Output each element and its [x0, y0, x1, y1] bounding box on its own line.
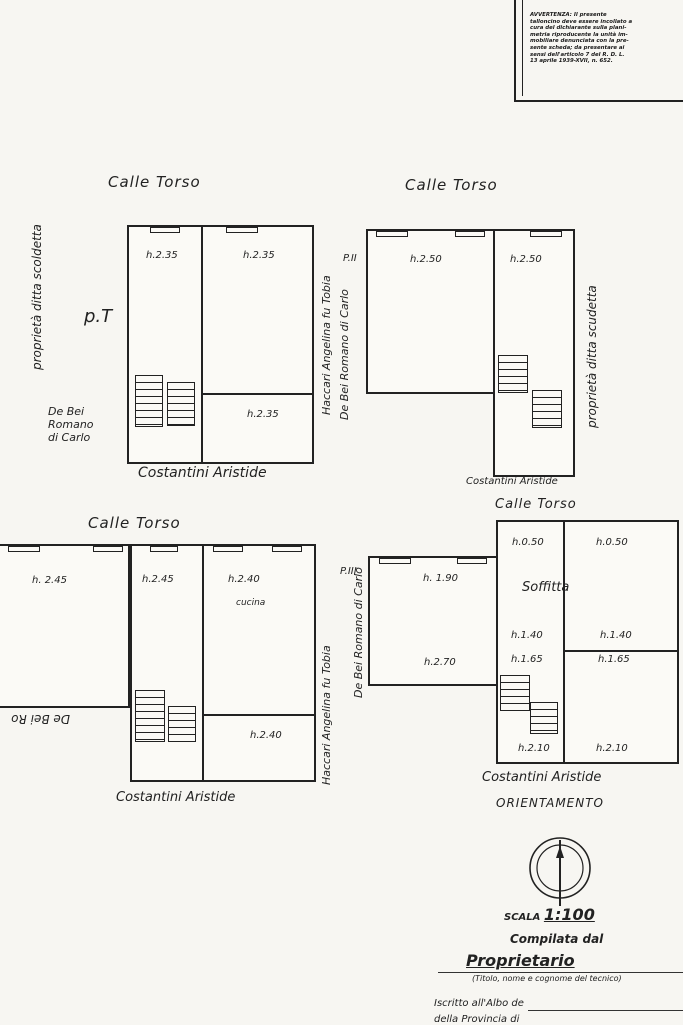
window: [93, 546, 123, 552]
stairs: [167, 382, 195, 426]
registration-province: della Provincia di: [434, 1014, 520, 1025]
stairs: [168, 706, 196, 742]
notice-text: AVVERTENZA: Il presente talloncino deve …: [530, 12, 680, 65]
room-1-bottom-left: [0, 544, 130, 708]
street-label-bottom-left: Calle Torso: [88, 514, 181, 532]
window: [150, 546, 178, 552]
height-label: h.2.10: [518, 743, 550, 754]
floor-label-top-right: P.II: [343, 253, 357, 264]
stairs: [500, 675, 530, 711]
notice-title: AVVERTENZA:: [530, 12, 572, 18]
scale-value: 1:100: [543, 905, 595, 924]
window: [455, 231, 485, 237]
bottom-neighbor-bottom-left: Costantini Aristide: [116, 790, 236, 805]
right-neighbor-bottom-left: Haccari Angelina fu Tobia: [320, 645, 333, 785]
window: [8, 546, 40, 552]
room-note-kitchen: cucina: [236, 598, 266, 608]
room-2-top-right: [493, 229, 575, 477]
notice-line-2: cura del dichiarante sulla plani-: [530, 25, 627, 32]
street-label-top-right: Calle Torso: [405, 176, 498, 194]
height-label: h.1.40: [600, 630, 632, 641]
window: [457, 558, 487, 564]
height-label: h.2.40: [250, 730, 282, 741]
orientation-label: ORIENTAMENTO: [496, 796, 605, 810]
bottom-neighbor-top-left: Costantini Aristide: [138, 465, 267, 481]
bottom-left-neighbor-top-left: De Bei Romano di Carlo: [48, 405, 94, 444]
height-label: h. 1.90: [423, 573, 458, 584]
stairs: [530, 702, 558, 734]
height-label: h.2.50: [410, 254, 442, 265]
compiled-hint: (Titolo, nome e cognome del tecnico): [472, 974, 622, 983]
height-label: h.1.65: [511, 654, 543, 665]
height-label: h.0.50: [596, 537, 628, 548]
notice-line-0: Il presente: [573, 12, 607, 18]
notice-line-7: 13 aprile 1939-XVII, n. 652.: [530, 58, 613, 65]
window: [530, 231, 562, 237]
height-label: h.0.50: [512, 537, 544, 548]
left-neighbor-bottom-left: De Bei Ro: [11, 712, 70, 726]
registration-albo: Iscritto all'Albo de: [434, 998, 524, 1009]
room-2-bottom-right: [563, 650, 679, 764]
room-back-bottom-left: [202, 714, 316, 782]
left-neighbor-top-right: De Bei Romano di Carlo: [338, 289, 351, 420]
left-neighbor-bottom-right: De Bei Romano di Carlo: [352, 567, 365, 698]
height-label: h.2.35: [247, 409, 279, 420]
room-main-top-left: [201, 225, 314, 397]
compiled-by: Proprietario: [466, 951, 575, 970]
window: [379, 558, 411, 564]
street-label-bottom-right: Calle Torso: [495, 497, 577, 512]
stairs: [498, 355, 528, 393]
notice-line-3: metria riproducente la unità im-: [530, 31, 628, 38]
attic-label: Soffitta: [522, 580, 570, 595]
height-label: h.2.45: [142, 574, 174, 585]
height-label: h.2.35: [243, 250, 275, 261]
height-label: h.2.50: [510, 254, 542, 265]
neighbor-line-2: di Carlo: [48, 431, 91, 444]
notice-line-4: mobiliare denunciata con la pre-: [530, 38, 629, 45]
stairs: [135, 375, 163, 427]
compass-icon: [529, 837, 591, 906]
scale-label-text: SCALA: [504, 912, 541, 923]
height-label: h.2.40: [228, 574, 260, 585]
bottom-neighbor-top-right: Costantini Aristide: [466, 476, 558, 487]
notice-line-5: sente scheda; da presentare ai: [530, 44, 625, 51]
left-neighbor-top-left: proprietà ditta scoldetta: [30, 224, 44, 370]
scale-label: SCALA 1:100: [504, 905, 595, 924]
room-1-top-right: [366, 229, 497, 394]
signature-line: [438, 972, 683, 973]
neighbor-line-0: De Bei: [48, 405, 85, 418]
notice-box: AVVERTENZA: Il presente talloncino deve …: [514, 0, 683, 102]
height-label: h.1.65: [598, 654, 630, 665]
bottom-neighbor-bottom-right: Costantini Aristide: [482, 770, 602, 785]
neighbor-line-1: Romano: [48, 418, 94, 431]
floor-label-top-left: p.T: [84, 306, 113, 327]
notice-line-6: sensi dell'articolo 7 del R. D. L.: [530, 51, 625, 58]
stairs: [532, 390, 562, 428]
street-label-top-left: Calle Torso: [108, 173, 201, 191]
height-label: h.2.70: [424, 657, 456, 668]
right-neighbor-top-left: Haccari Angelina fu Tobia: [320, 275, 333, 415]
compiled-label: Compilata dal: [510, 932, 604, 946]
window: [272, 546, 302, 552]
room-kitchen-bottom-left: [202, 544, 316, 718]
window: [226, 227, 258, 233]
window: [213, 546, 243, 552]
window: [150, 227, 180, 233]
height-label: h.2.35: [146, 250, 178, 261]
height-label: h.1.40: [511, 630, 543, 641]
right-neighbor-top-right: proprietà ditta scudetta: [585, 285, 599, 428]
notice-line-1: talloncino deve essere incollato a: [530, 18, 633, 25]
stairs: [135, 690, 165, 742]
registration-line: [528, 1010, 683, 1011]
window: [376, 231, 408, 237]
height-label: h.2.10: [596, 743, 628, 754]
height-label: h. 2.45: [32, 575, 67, 586]
room-1-bottom-right: [368, 556, 500, 686]
floor-label-bottom-right: P.III: [340, 566, 357, 577]
room-back-top-left: [201, 393, 314, 464]
